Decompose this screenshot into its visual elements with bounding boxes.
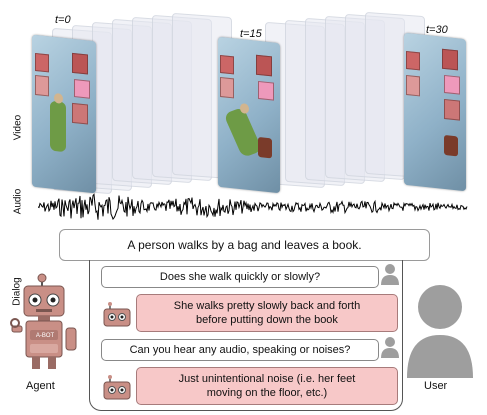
agent-label: Agent — [26, 380, 55, 392]
agent-badge: A-BOT — [35, 333, 55, 339]
answer-1-line-2: before putting down the book — [196, 314, 338, 326]
question-box-1: Does she walk quickly or slowly? — [101, 266, 379, 288]
answer-2-line-2: moving on the floor, etc.) — [206, 387, 328, 399]
key-frame-t30 — [404, 32, 466, 192]
user-label: User — [424, 380, 448, 392]
user-icon-small-1 — [381, 264, 399, 285]
answer-box-2: Just unintentional noise (i.e. her feet … — [136, 367, 398, 405]
answer-2-line-1: Just unintentional noise (i.e. her feet — [178, 373, 356, 385]
user-icon-small-2 — [381, 337, 399, 358]
dialog-frame — [89, 260, 403, 411]
question-text-1: Does she walk quickly or slowly? — [159, 271, 321, 283]
key-frame-t0 — [32, 34, 96, 194]
answer-1-line-1: She walks pretty slowly back and forth — [173, 300, 361, 312]
robot-icon-small-1 — [103, 302, 131, 327]
audio-waveform — [38, 193, 468, 220]
user-large-icon — [407, 285, 473, 378]
audio-side-label: Audio — [12, 188, 24, 215]
robot-icon-small-2 — [103, 375, 131, 400]
answer-box-1: She walks pretty slowly back and forth b… — [136, 294, 398, 332]
question-box-2: Can you hear any audio, speaking or nois… — [101, 339, 379, 361]
question-text-2: Can you hear any audio, speaking or nois… — [129, 344, 351, 356]
timestamp-t30: t=30 — [426, 24, 448, 36]
video-side-label: Video — [12, 114, 24, 141]
caption-box: A person walks by a bag and leaves a boo… — [59, 229, 430, 261]
timestamp-t15: t=15 — [240, 28, 262, 40]
key-frame-t15 — [218, 36, 280, 194]
caption-text: A person walks by a bag and leaves a boo… — [127, 238, 362, 252]
timestamp-t0: t=0 — [55, 14, 71, 26]
agent-robot-icon — [10, 273, 77, 369]
